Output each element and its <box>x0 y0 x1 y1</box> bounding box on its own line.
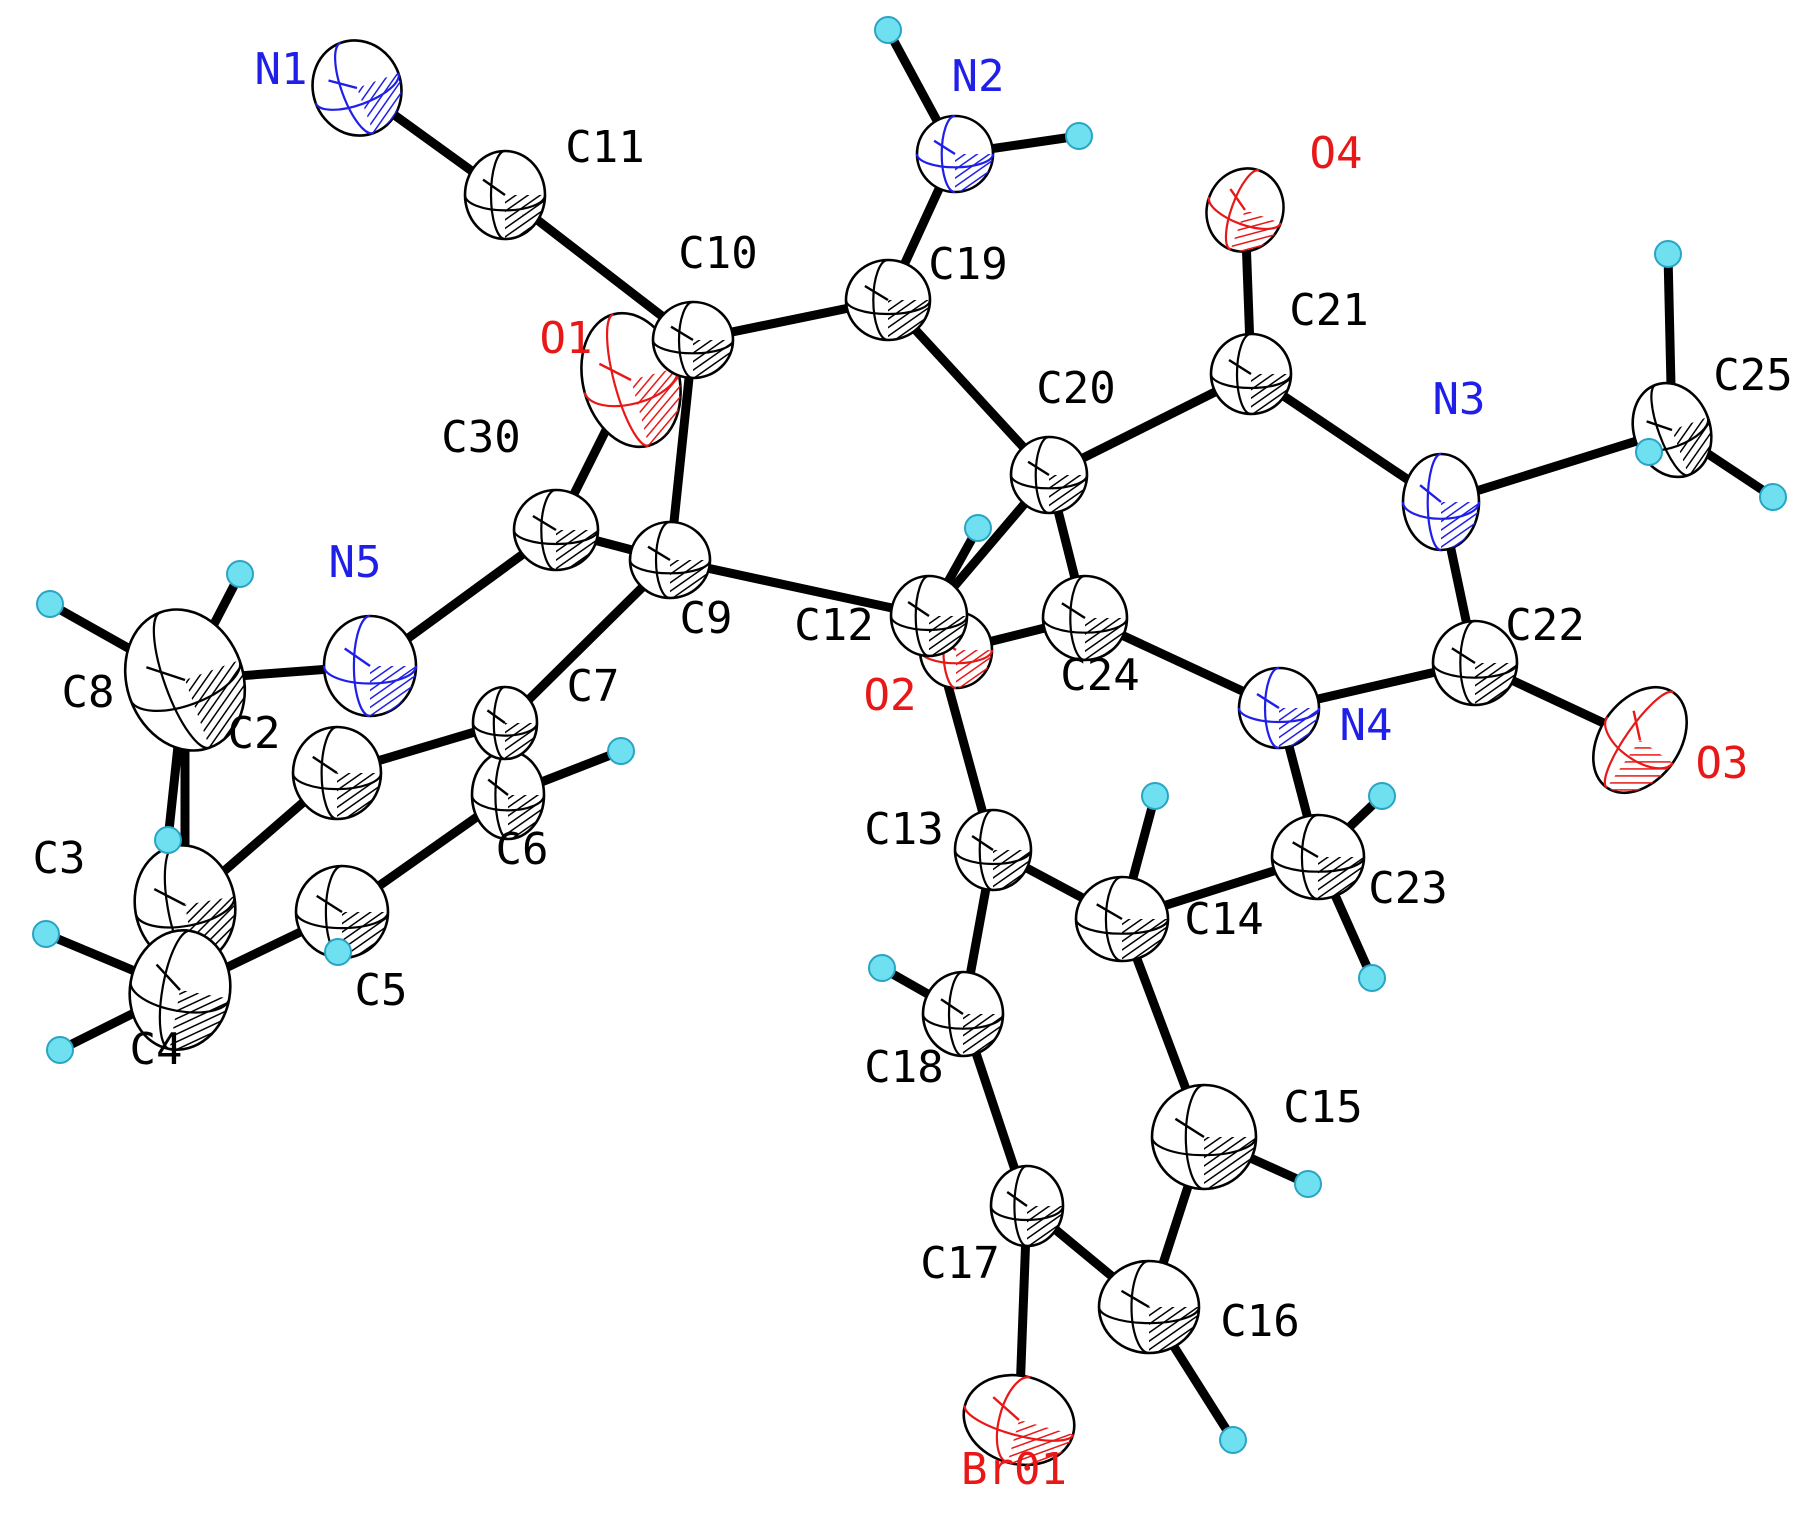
hydrogen-atom <box>32 920 60 948</box>
atom-label-c6: C6 <box>496 824 549 875</box>
bond-n3-c25 <box>1436 425 1677 507</box>
hydrogen-atom <box>868 954 896 982</box>
atom-br01 <box>962 1373 1076 1467</box>
atom-c11 <box>463 149 547 241</box>
atom-label-c19: C19 <box>928 239 1007 290</box>
atom-c17 <box>989 1164 1065 1248</box>
atom-label-c25: C25 <box>1713 350 1792 401</box>
atom-n2 <box>915 114 995 194</box>
hydrogen-atom <box>324 938 352 966</box>
bond-c9-c12 <box>665 555 934 621</box>
atom-c20 <box>1009 435 1089 515</box>
atom-label-c11: C11 <box>565 122 644 173</box>
atom-c4 <box>128 928 232 1052</box>
atom-label-c21: C21 <box>1289 285 1368 336</box>
atom-label-c20: C20 <box>1036 363 1115 414</box>
atom-c15 <box>1150 1083 1258 1191</box>
atom-label-c22: C22 <box>1505 600 1584 651</box>
atom-label-br01: Br01 <box>961 1444 1067 1495</box>
atom-c24 <box>1041 574 1129 662</box>
atom-c25 <box>1631 381 1713 479</box>
atom-label-c3: C3 <box>33 833 86 884</box>
atom-label-c16: C16 <box>1220 1296 1299 1347</box>
atom-label-c14: C14 <box>1184 894 1263 945</box>
atom-label-c30: C30 <box>441 412 520 463</box>
atom-label-c24: C24 <box>1060 650 1139 701</box>
hydrogen-bonds-layer <box>41 25 1778 1445</box>
hydrogen-atom <box>1294 1170 1322 1198</box>
hydrogen-atom <box>1654 240 1682 268</box>
atom-label-c12: C12 <box>794 600 873 651</box>
atom-c10 <box>651 300 735 380</box>
atom-label-n4: N4 <box>1340 700 1393 751</box>
atom-c14 <box>1074 875 1170 963</box>
atom-label-o3: O3 <box>1696 738 1749 789</box>
atom-label-n3: N3 <box>1433 374 1486 425</box>
hydrogen-atom <box>154 826 182 854</box>
atom-c7 <box>471 685 539 761</box>
atom-c2 <box>291 725 383 821</box>
atoms-layer <box>123 39 1713 1467</box>
hydrogen-atom <box>1635 438 1663 466</box>
hydrogen-atom <box>1219 1426 1247 1454</box>
atom-label-n5: N5 <box>329 537 382 588</box>
atom-c5 <box>294 864 390 960</box>
hydrogen-atom <box>1141 782 1169 810</box>
atom-label-c7: C7 <box>567 661 620 712</box>
hydrogen-atom <box>964 514 992 542</box>
atom-label-n1: N1 <box>255 44 308 95</box>
hydrogen-atom <box>1759 483 1787 511</box>
atom-c8 <box>123 608 247 752</box>
atom-label-c23: C23 <box>1368 863 1447 914</box>
hydrogen-atom <box>1358 964 1386 992</box>
atom-c13 <box>953 808 1033 892</box>
atom-o3 <box>1592 685 1688 795</box>
hydrogen-atom <box>46 1036 74 1064</box>
hydrogen-atom <box>874 16 902 44</box>
atom-c9 <box>628 520 712 600</box>
hydrogen-atoms-layer <box>32 16 1787 1454</box>
hydrogen-atom <box>607 737 635 765</box>
atom-c21 <box>1209 332 1293 416</box>
atom-n1 <box>311 39 403 137</box>
atom-label-c15: C15 <box>1283 1082 1362 1133</box>
atom-c30 <box>512 488 600 572</box>
atom-label-o2: O2 <box>864 670 917 721</box>
atom-label-c4: C4 <box>130 1024 183 1075</box>
hydrogen-atom <box>1368 782 1396 810</box>
atom-label-n2: N2 <box>952 51 1005 102</box>
atom-label-c2: C2 <box>228 708 281 759</box>
atom-label-c9: C9 <box>680 593 733 644</box>
atom-n4 <box>1237 666 1321 750</box>
atom-o4 <box>1205 167 1285 253</box>
atom-label-c10: C10 <box>678 228 757 279</box>
hydrogen-atom <box>36 590 64 618</box>
atom-c19 <box>844 258 932 342</box>
hydrogen-atom <box>1065 122 1093 150</box>
atom-label-c17: C17 <box>920 1238 999 1289</box>
hydrogen-atom <box>226 560 254 588</box>
atom-label-o1: O1 <box>540 313 593 364</box>
atom-c23 <box>1270 813 1366 901</box>
atom-label-c18: C18 <box>864 1042 943 1093</box>
atom-n5 <box>322 614 418 718</box>
atom-c22 <box>1431 619 1519 707</box>
atom-label-c5: C5 <box>355 965 408 1016</box>
atom-n3 <box>1401 452 1481 552</box>
atom-c16 <box>1097 1259 1201 1355</box>
atom-label-c8: C8 <box>62 667 115 718</box>
atom-label-c13: C13 <box>864 804 943 855</box>
atom-c12 <box>889 574 969 658</box>
atom-label-o4: O4 <box>1310 128 1363 179</box>
atom-c18 <box>921 970 1005 1058</box>
